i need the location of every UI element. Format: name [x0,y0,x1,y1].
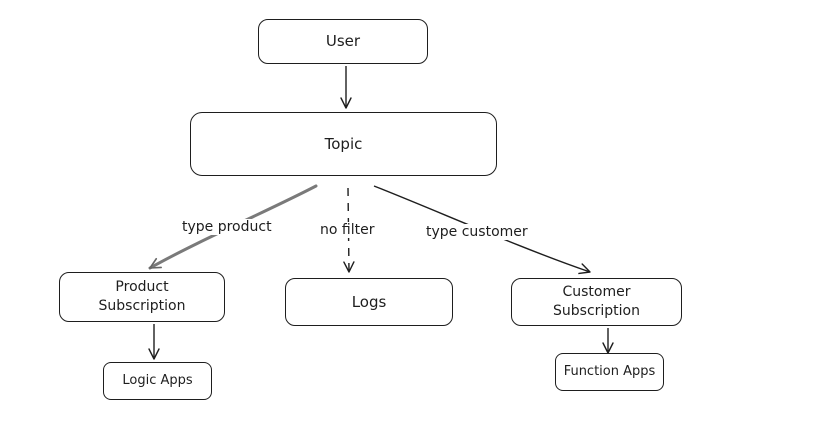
node-function-apps[interactable]: Function Apps [555,353,664,391]
edge-label-type-product: type product [180,219,274,235]
node-product-subscription[interactable]: Product Subscription [59,272,225,322]
node-user[interactable]: User [258,19,428,64]
node-logic-apps[interactable]: Logic Apps [103,362,212,400]
edge-label-type-customer: type customer [424,224,530,240]
node-customer-subscription[interactable]: Customer Subscription [511,278,682,326]
node-topic[interactable]: Topic [190,112,497,176]
node-logs[interactable]: Logs [285,278,453,326]
edge-label-no-filter: no filter [318,222,377,238]
